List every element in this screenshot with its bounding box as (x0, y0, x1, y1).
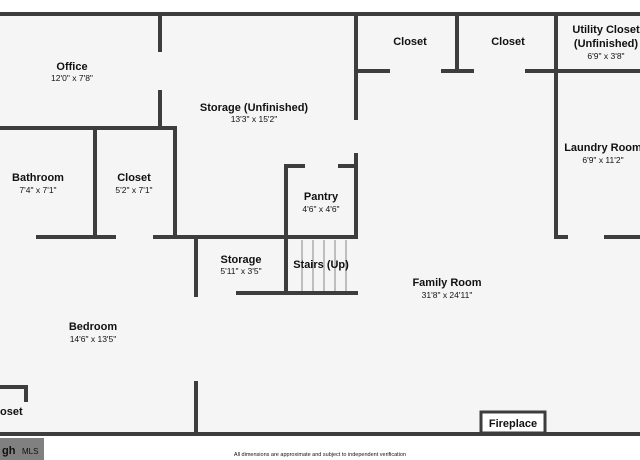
fireplace-hearth (479, 410, 547, 435)
room-office-name: Office (56, 61, 87, 73)
room-family-room-name: Family Room (412, 277, 481, 289)
walls (0, 12, 640, 436)
room-closet-mid-name: Closet (117, 172, 151, 184)
room-closet-bottom-name: oset (0, 406, 23, 418)
room-stairs-name: Stairs (Up) (293, 259, 349, 271)
room-closet-top-1-name: Closet (393, 36, 427, 48)
room-laundry-dims: 6'9" x 11'2" (582, 155, 623, 165)
room-closet-mid-dims: 5'2" x 7'1" (115, 185, 152, 195)
room-family-room-dims: 31'8" x 24'11" (422, 290, 473, 300)
room-utility-closet-name: Utility Closet (572, 24, 640, 36)
room-utility-closet-name2: (Unfinished) (574, 38, 638, 50)
room-laundry-name: Laundry Room (564, 142, 640, 154)
room-storage-unfinished-name: Storage (Unfinished) (200, 102, 309, 114)
room-storage-small-name: Storage (221, 254, 262, 266)
room-pantry-name: Pantry (304, 191, 339, 203)
room-office-dims: 12'0" x 7'8" (51, 73, 93, 83)
room-pantry-dims: 4'6" x 4'6" (302, 204, 339, 214)
room-storage-unfinished-dims: 13'3" x 15'2" (231, 114, 278, 124)
watermark-text: gh (2, 445, 16, 457)
room-storage-small-dims: 5'11" x 3'5" (220, 266, 261, 276)
room-fireplace-name: Fireplace (489, 418, 537, 430)
footer-disclaimer: All dimensions are approximate and subje… (234, 452, 406, 458)
room-bathroom-name: Bathroom (12, 172, 64, 184)
watermark-suffix: MLS (22, 447, 38, 456)
watermark-badge (0, 438, 44, 460)
room-bathroom-dims: 7'4" x 7'1" (19, 185, 56, 195)
room-utility-closet-dims: 6'9" x 3'8" (587, 51, 624, 61)
stair-treads (301, 240, 347, 291)
room-bedroom-name: Bedroom (69, 321, 118, 333)
room-bedroom-dims: 14'6" x 13'5" (70, 334, 117, 344)
floor-area (0, 14, 640, 434)
room-closet-top-2-name: Closet (491, 36, 525, 48)
